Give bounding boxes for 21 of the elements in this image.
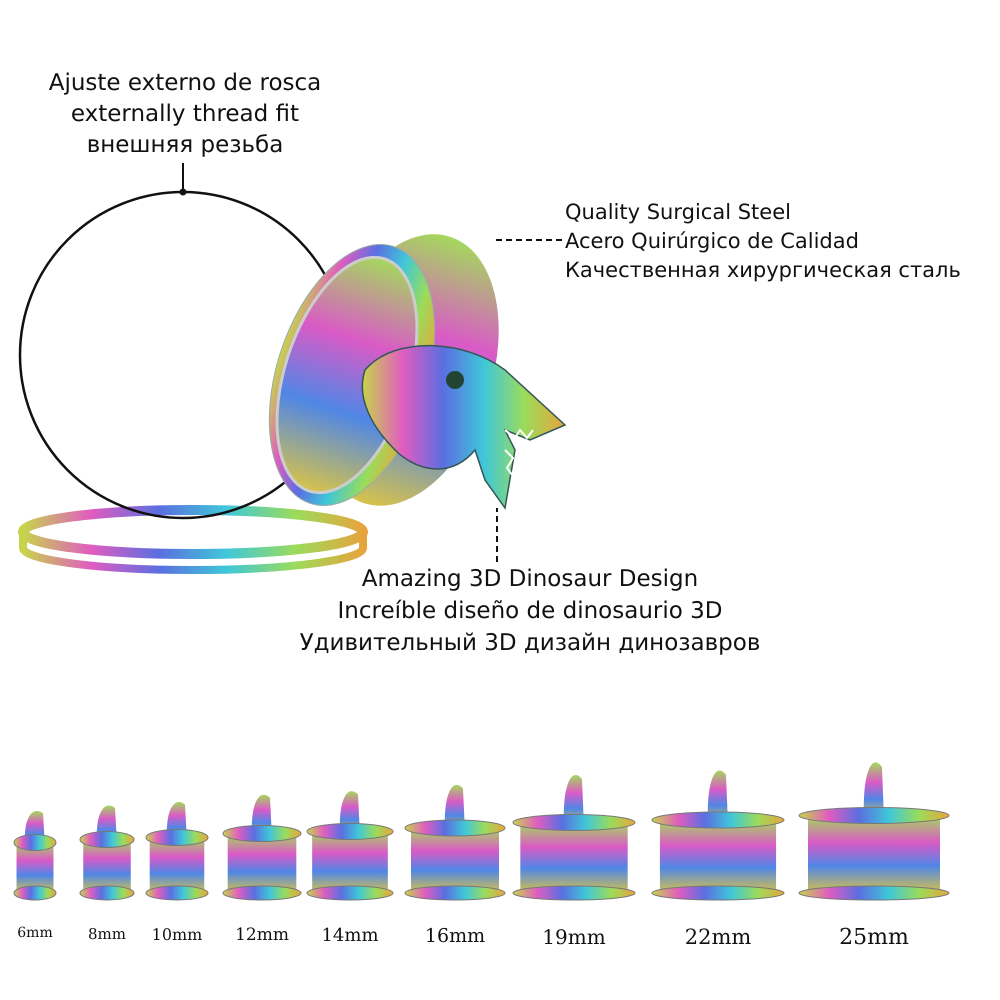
callout-text: Quality Surgical Steel xyxy=(565,199,792,226)
callout-text: внешняя резьба xyxy=(86,131,284,160)
size-label: 12mm xyxy=(234,925,290,945)
size-label: 10mm xyxy=(150,925,204,944)
callout-text: Ajuste externo de rosca xyxy=(48,69,322,98)
size-label: 16mm xyxy=(424,925,486,947)
leader-line xyxy=(180,163,186,196)
callout-text: Качественная хирургическая сталь xyxy=(565,257,962,284)
callout-text: Amazing 3D Dinosaur Design xyxy=(360,565,700,594)
callout-text: Acero Quirúrgico de Calidad xyxy=(565,228,860,255)
size-label: 19mm xyxy=(541,925,607,949)
size-label: 22mm xyxy=(684,925,752,949)
size-label: 25mm xyxy=(838,925,910,950)
callout-text: Increíble diseño de dinosaurio 3D xyxy=(336,597,724,626)
callout-text: externally thread fit xyxy=(70,100,300,129)
leader-line xyxy=(496,508,498,562)
callout-text: Удивительный 3D дизайн динозавров xyxy=(298,629,762,658)
size-label: 14mm xyxy=(320,925,380,946)
leader-line xyxy=(494,239,562,241)
size-label: 6mm xyxy=(16,925,54,941)
size-label: 8mm xyxy=(87,925,127,943)
